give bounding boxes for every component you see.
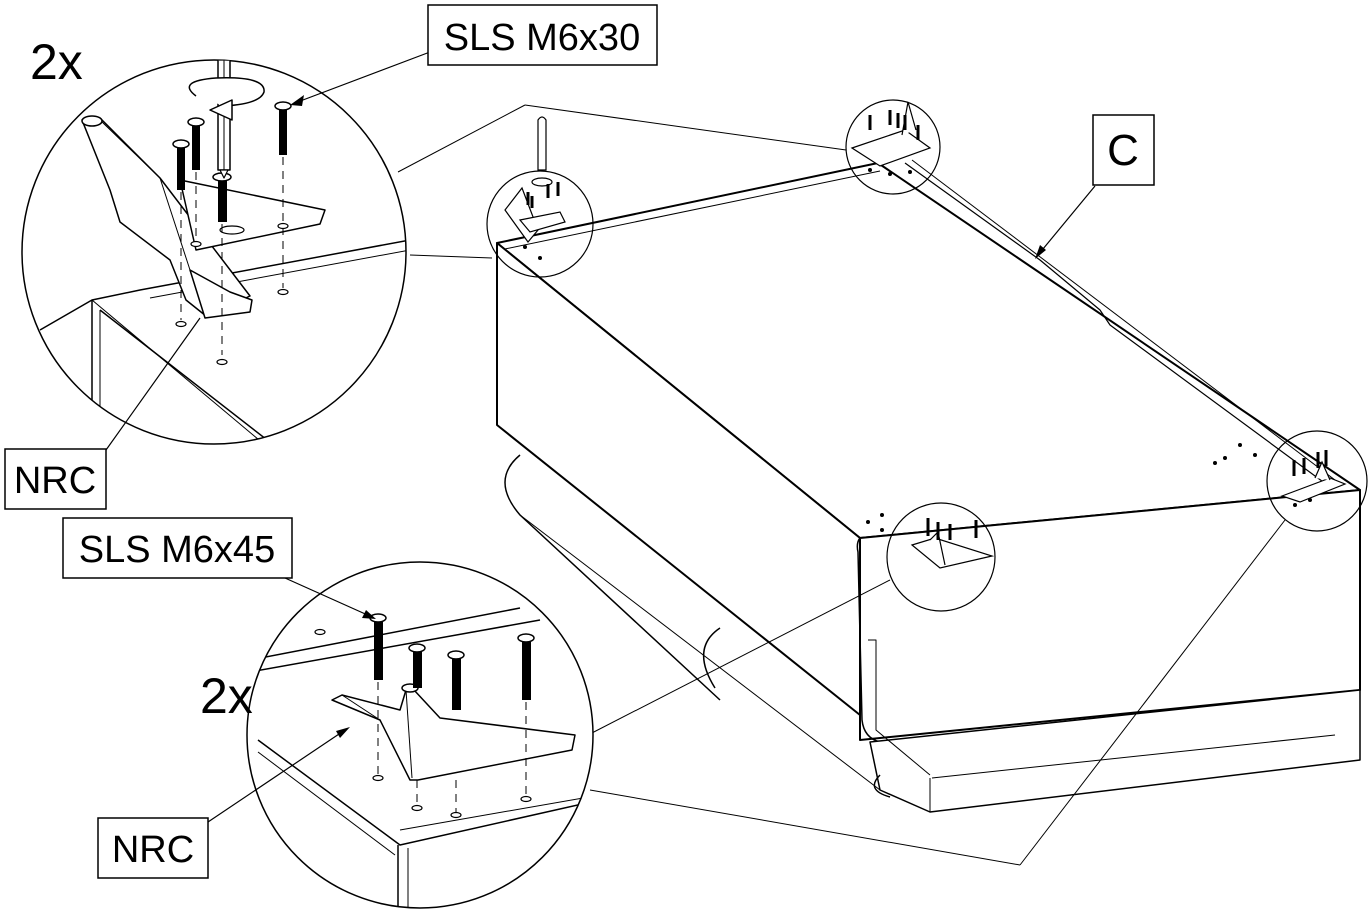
pilot-holes bbox=[523, 168, 1312, 532]
callout-panel-c: C bbox=[1035, 114, 1155, 259]
callout-screw-upper: SLS M6x30 bbox=[290, 4, 658, 106]
callout-screw-lower: SLS M6x45 bbox=[62, 517, 376, 619]
rotate-arrow-icon bbox=[188, 77, 265, 107]
quantity-lower: 2x bbox=[200, 668, 253, 724]
magnifier-leaders bbox=[397, 104, 1286, 866]
quantity-upper: 2x bbox=[30, 34, 83, 90]
side-panel-groove bbox=[904, 162, 1331, 488]
detail-marker-front-right bbox=[1266, 430, 1368, 532]
leg-nrc-upper bbox=[81, 117, 251, 317]
leg-nrc-lower bbox=[331, 689, 576, 781]
cabinet-carcass bbox=[496, 159, 1361, 813]
magnified-detail-upper bbox=[21, 59, 407, 445]
label-leg-lower: NRC bbox=[112, 829, 194, 871]
screwdriver-icon bbox=[188, 60, 265, 179]
detail-marker-rear-left bbox=[486, 116, 594, 278]
label-panel: C bbox=[1107, 126, 1139, 175]
detail-marker-rear-right bbox=[845, 99, 941, 195]
screws-m6x30 bbox=[172, 101, 292, 366]
label-screw-lower: SLS M6x45 bbox=[79, 529, 275, 571]
callout-leg-upper: NRC bbox=[4, 317, 201, 510]
screws-m6x45 bbox=[369, 613, 535, 819]
callout-leg-lower: NRC bbox=[97, 727, 350, 879]
label-leg-upper: NRC bbox=[14, 460, 96, 502]
magnified-detail-lower bbox=[246, 561, 594, 909]
label-screw-upper: SLS M6x30 bbox=[444, 17, 640, 59]
cabinet-plinth bbox=[869, 689, 1361, 813]
detail-marker-front-left bbox=[886, 502, 996, 612]
